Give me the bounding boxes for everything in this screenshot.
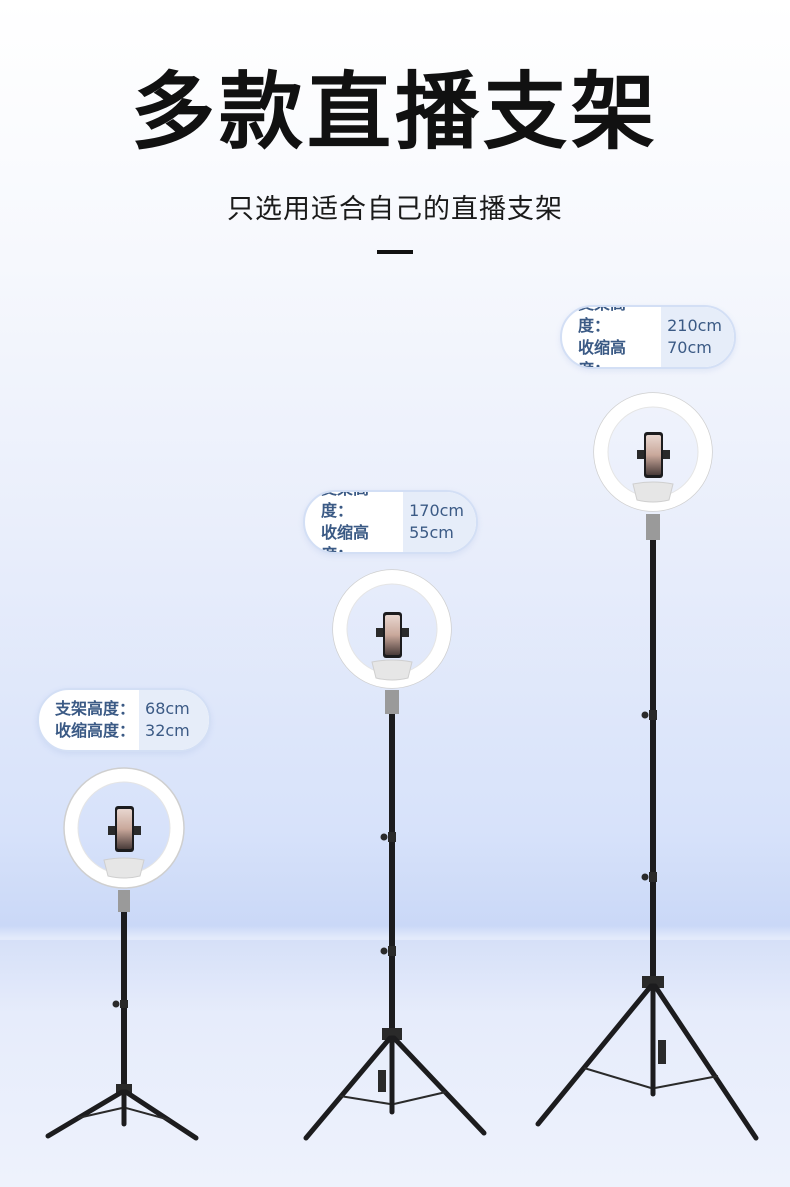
spec-badge-medium: 支架高度： 收缩高度： 170cm 55cm	[303, 490, 478, 554]
stand-height-value: 68cm	[145, 699, 190, 718]
page-title: 多款直播支架	[130, 63, 659, 161]
folded-height-value: 70cm	[667, 338, 712, 357]
folded-height-value: 32cm	[145, 721, 190, 740]
folded-height-label: 收缩高度：	[578, 338, 627, 367]
stand-height-label: 支架高度：	[578, 307, 626, 335]
page-subtitle: 只选用适合自己的直播支架	[227, 194, 563, 225]
small-stand	[45, 767, 199, 1141]
stand-height-value: 210cm	[667, 316, 722, 335]
spec-badge-tall: 支架高度： 收缩高度： 210cm 70cm	[560, 305, 736, 369]
folded-height-label: 收缩高度：	[321, 523, 370, 552]
tall-stand	[535, 392, 759, 1141]
stand-height-label: 支架高度：	[321, 492, 369, 520]
medium-stand	[303, 569, 487, 1141]
spec-badge-small: 支架高度： 收缩高度： 68cm 32cm	[37, 688, 211, 752]
stand-height-label: 支架高度：	[55, 699, 136, 718]
ring-light-tall	[594, 393, 712, 511]
ring-light-small	[64, 768, 184, 888]
folded-height-value: 55cm	[409, 523, 454, 542]
folded-height-label: 收缩高度：	[55, 721, 136, 740]
ring-light-medium	[333, 570, 451, 688]
title-divider	[377, 250, 413, 254]
stand-height-value: 170cm	[409, 501, 464, 520]
